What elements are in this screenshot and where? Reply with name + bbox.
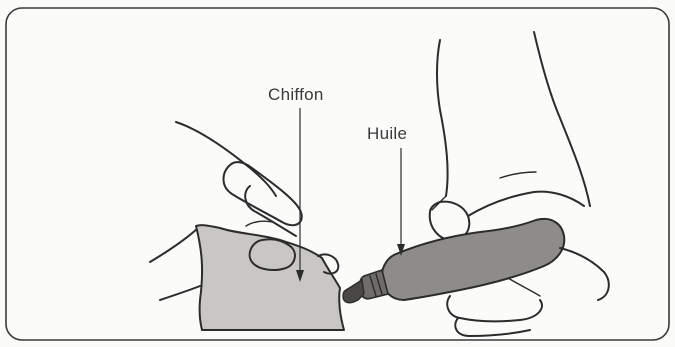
cloth-shape bbox=[196, 225, 344, 330]
bottle-spout bbox=[343, 280, 364, 303]
right-hand bbox=[430, 32, 590, 240]
bottle-body bbox=[382, 219, 565, 300]
cloth-label: Chiffon bbox=[268, 85, 324, 104]
oil-callout: Huile bbox=[367, 124, 407, 256]
oil-label: Huile bbox=[367, 124, 407, 143]
